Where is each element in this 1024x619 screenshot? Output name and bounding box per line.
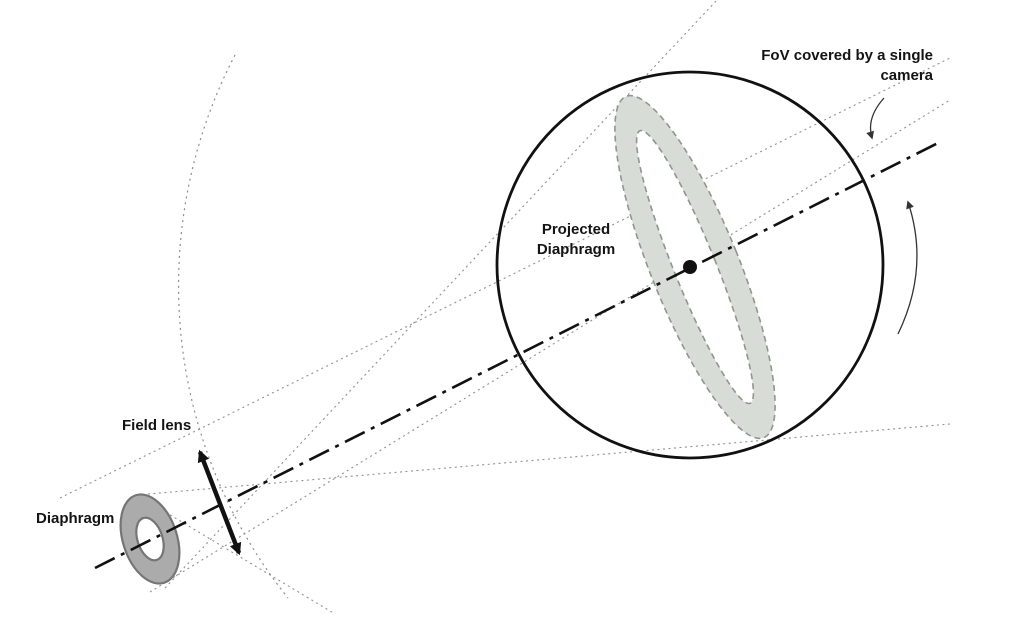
left-dotted-arc [177, 54, 289, 599]
optical-axis-line [94, 141, 939, 570]
ray-line-lower [149, 99, 951, 593]
diaphragm-inner-ellipse [135, 516, 165, 562]
diaphragm-label: Diaphragm [36, 510, 115, 527]
diaphragm-ring [119, 493, 181, 585]
center-dot [683, 260, 697, 274]
fov-label-line2: camera [880, 67, 933, 85]
camera-fov-circle [495, 70, 885, 460]
ray-line-flat [136, 423, 951, 496]
fov-label-line1: FoV covered by a single [761, 47, 933, 64]
fov-angle-arrow [897, 200, 918, 335]
field-lens-arrow [197, 449, 242, 556]
projected-diaphragm-label: Projected Diaphragm [515, 220, 637, 261]
fov-label-pointer-arrow [866, 97, 885, 140]
fov-label: FoV covered by a single camera [735, 46, 933, 87]
field-lens-label: Field lens [122, 417, 192, 434]
ray-line-steep [164, 0, 718, 589]
projected-diaphragm-label-line2: Diaphragm [536, 241, 616, 259]
projected-diaphragm-label-line1: Projected [541, 221, 611, 238]
ray-lines [59, 0, 951, 615]
ray-line-upper [59, 57, 951, 499]
